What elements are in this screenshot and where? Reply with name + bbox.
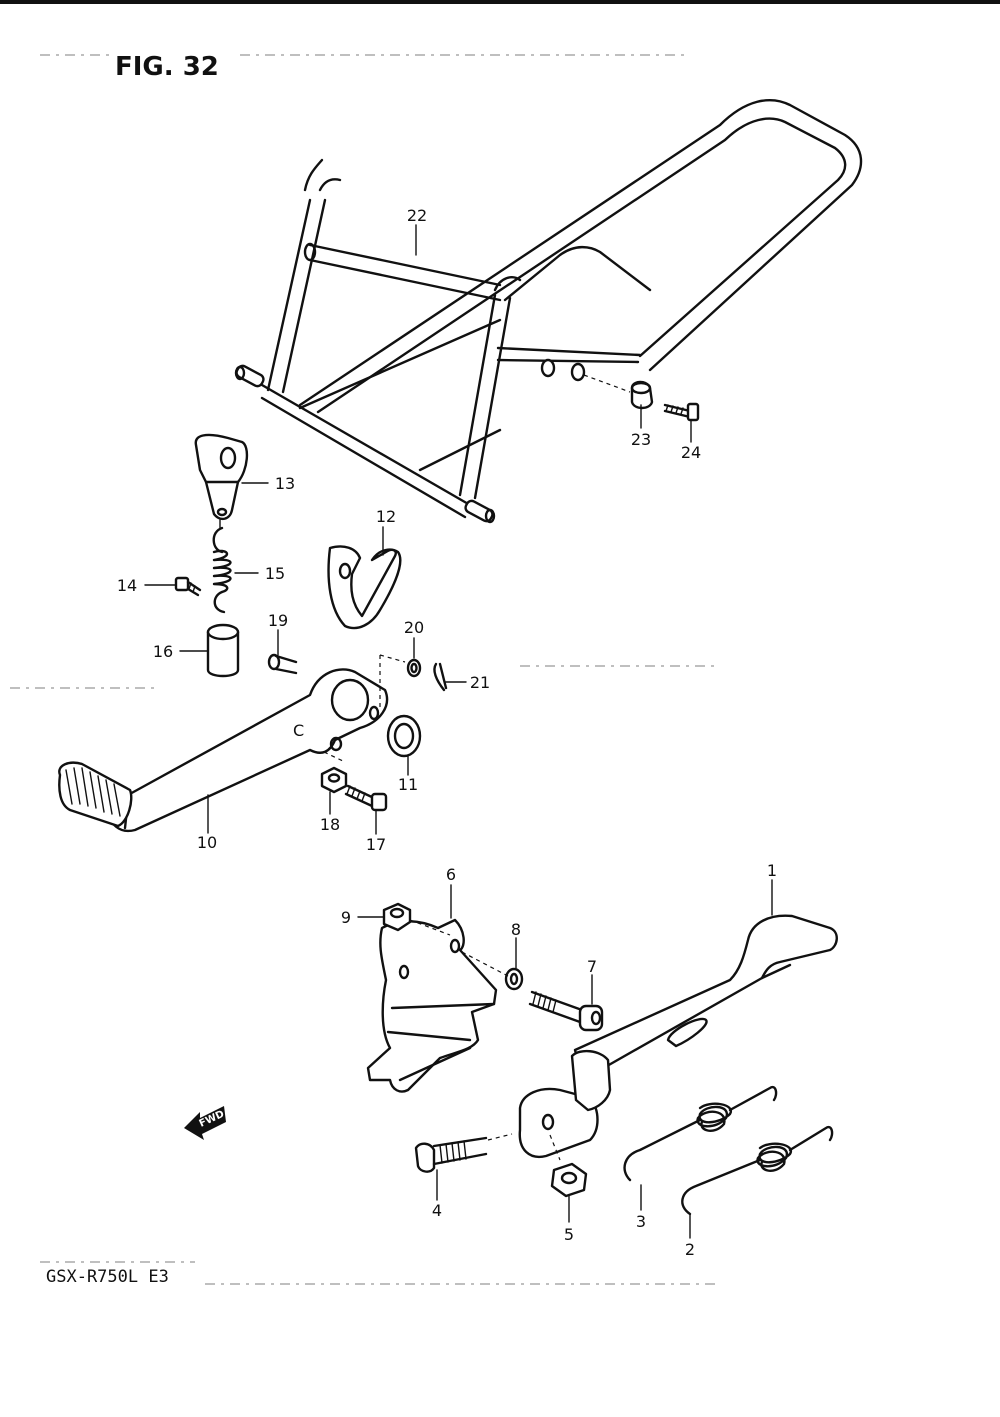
part-1-side-stand xyxy=(518,914,838,1159)
callout-labels: 1 2 3 4 5 6 7 8 9 10 11 12 13 14 15 16 1… xyxy=(117,206,777,1259)
callout-18: 18 xyxy=(320,815,340,834)
callout-6: 6 xyxy=(446,865,456,884)
callout-5: 5 xyxy=(564,1225,574,1244)
part-8-washer xyxy=(504,967,524,991)
part-4-bolt xyxy=(414,1136,488,1173)
part-17-bolt xyxy=(344,784,388,812)
figure-title: FIG. 32 xyxy=(115,52,219,82)
callout-24: 24 xyxy=(681,443,701,462)
callout-16: 16 xyxy=(153,642,173,661)
part-18-nut xyxy=(320,766,348,794)
part-23-cushion xyxy=(630,380,654,410)
model-designation: GSX-R750L E3 xyxy=(46,1267,169,1287)
part-9-nut xyxy=(382,902,412,932)
callout-10: 10 xyxy=(197,833,217,852)
callout-9: 9 xyxy=(341,908,351,927)
assembly-line-bolt xyxy=(487,1133,513,1141)
part-11-washer xyxy=(386,714,422,758)
scan-guide-lines xyxy=(10,54,720,1285)
callout-20: 20 xyxy=(404,618,424,637)
part-6-stand-bracket xyxy=(366,918,498,1093)
assembly-line-nut xyxy=(323,751,346,763)
fwd-direction-arrow: FWD xyxy=(184,1106,226,1140)
assembly-line-bracket-nut xyxy=(409,919,451,936)
callout-7: 7 xyxy=(587,957,597,976)
pedal-stamp-c: C xyxy=(293,721,304,740)
part-10-pedal-arm: C xyxy=(58,668,389,833)
part-2-spring xyxy=(681,1125,834,1216)
callout-2: 2 xyxy=(685,1240,695,1259)
part-5-nut xyxy=(550,1162,588,1198)
part-15-spring xyxy=(212,519,232,614)
callout-3: 3 xyxy=(636,1212,646,1231)
callout-11: 11 xyxy=(398,775,418,794)
leader-lines xyxy=(144,224,773,1239)
part-12-guard xyxy=(327,545,402,630)
part-24-screw xyxy=(663,402,700,422)
callout-19: 19 xyxy=(268,611,288,630)
part-13-bracket xyxy=(194,433,249,521)
callout-22: 22 xyxy=(407,206,427,225)
callout-23: 23 xyxy=(631,430,651,449)
part-21-cotter-pin xyxy=(433,662,448,692)
callout-15: 15 xyxy=(265,564,285,583)
callout-14: 14 xyxy=(117,576,137,595)
part-16-collar xyxy=(206,623,240,678)
part-14-bolt xyxy=(174,576,202,597)
callout-1: 1 xyxy=(767,861,777,880)
part-19-pin xyxy=(267,653,298,675)
part-3-spring xyxy=(623,1085,778,1182)
assembly-line-pedal xyxy=(379,654,406,710)
callout-13: 13 xyxy=(275,474,295,493)
callout-4: 4 xyxy=(432,1201,442,1220)
callout-12: 12 xyxy=(376,507,396,526)
assembly-line-washer xyxy=(461,951,509,977)
callout-17: 17 xyxy=(366,835,386,854)
part-7-bolt xyxy=(528,990,604,1032)
callout-21: 21 xyxy=(470,673,490,692)
part-20-washer xyxy=(406,658,422,678)
center-stand-frame xyxy=(234,98,863,524)
callout-8: 8 xyxy=(511,920,521,939)
